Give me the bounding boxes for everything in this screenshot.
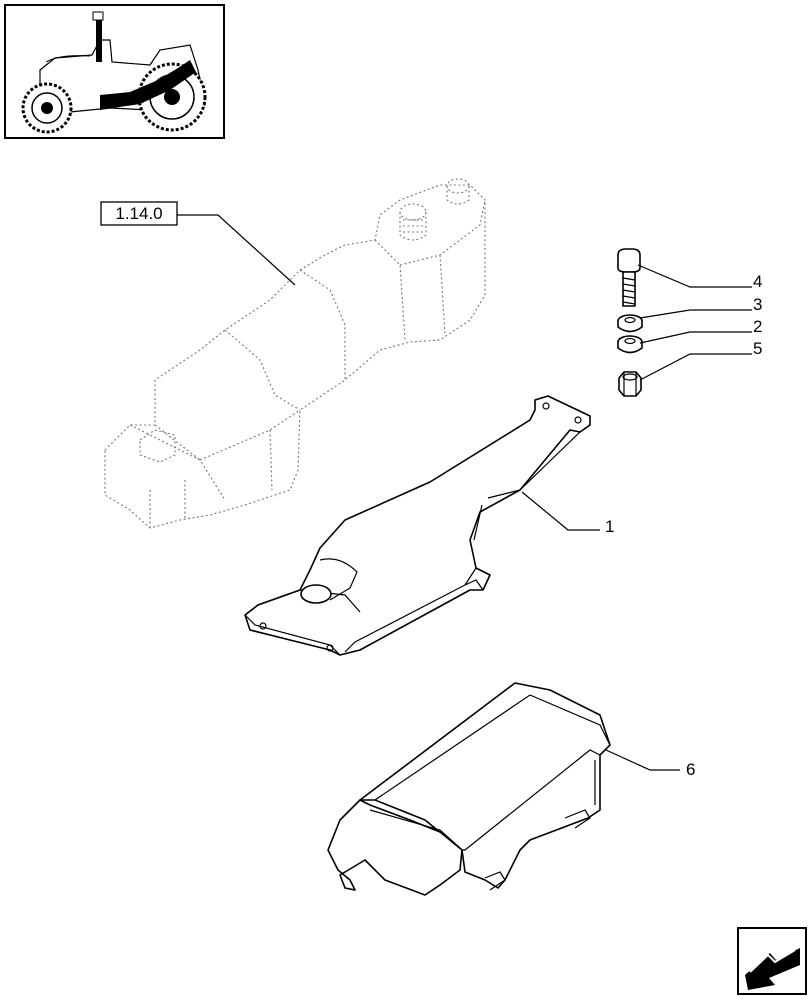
reference-box[interactable]: 1.14.0 [100, 201, 178, 226]
callout-label-1: 1 [605, 517, 614, 536]
callout-label-2: 2 [753, 317, 762, 336]
callout-label-3: 3 [753, 295, 762, 314]
reference-leader [177, 214, 296, 286]
callout-label-5: 5 [753, 339, 762, 358]
nut-part [618, 371, 642, 397]
previous-page-arrow-icon[interactable] [737, 927, 807, 995]
tractor-location-icon [4, 4, 225, 139]
callout-4[interactable]: 4 [637, 264, 762, 291]
callout-5[interactable]: 5 [639, 339, 762, 381]
callout-6[interactable]: 6 [605, 749, 695, 779]
fuel-tank-outline [104, 178, 486, 529]
callout-2[interactable]: 2 [639, 317, 762, 344]
reference-label: 1.14.0 [115, 204, 162, 223]
cover-part [327, 682, 611, 896]
callout-3[interactable]: 3 [639, 295, 762, 319]
callout-label-6: 6 [686, 760, 695, 779]
washer-part-2 [617, 335, 643, 354]
callout-label-4: 4 [753, 272, 762, 291]
washer-part-3 [617, 314, 643, 333]
bolt-part [617, 248, 641, 307]
shield-plate-part [244, 395, 591, 656]
callout-1[interactable]: 1 [521, 491, 614, 536]
